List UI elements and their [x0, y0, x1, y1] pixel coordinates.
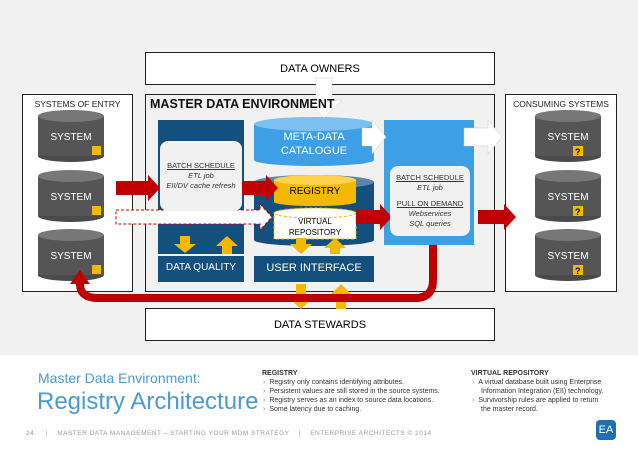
data-quality-box	[158, 256, 244, 282]
webservices-label: Webservices	[408, 209, 452, 218]
virtual-repository-label: VIRTUAL REPOSITORY	[274, 216, 356, 238]
metadata-line1: META-DATA	[283, 131, 345, 143]
system-cylinders: ???	[38, 110, 601, 281]
systems-of-entry-title: SYSTEMS OF ENTRY	[34, 99, 121, 109]
user-interface-label: USER INTERFACE	[266, 262, 362, 274]
entry-system-2: SYSTEM	[50, 192, 92, 203]
consuming-system-2: SYSTEM	[547, 192, 589, 203]
ea-logo: EA	[596, 420, 616, 440]
registry-heading: REGISTRY	[262, 370, 298, 377]
pull-on-demand-title: PULL ON DEMAND	[396, 199, 464, 208]
left-batch-schedule: BATCH SCHEDULE ETL job EII/DV cache refr…	[160, 141, 242, 211]
footer-bar: 24 | MASTER DATA MANAGEMENT – STARTING Y…	[26, 430, 432, 437]
sql-queries-label: SQL queries	[409, 219, 451, 228]
consuming-system-1: SYSTEM	[547, 132, 589, 143]
course-title: MASTER DATA MANAGEMENT – STARTING YOUR M…	[57, 430, 290, 437]
mde-title: MASTER DATA ENVIRONMENT	[150, 97, 335, 111]
virtual-repository-cylinder	[273, 207, 357, 240]
right-batch-etl: ETL job	[417, 183, 443, 192]
metadata-label: META-DATA CATALOGUE	[254, 130, 374, 158]
registry-bullet: Persistent values are still stored in th…	[269, 387, 452, 396]
copyright: ENTERPRISE ARCHITECTS © 2014	[310, 430, 432, 437]
red-arrows	[116, 175, 516, 230]
virtual-repository-notes: VIRTUAL REPOSITORY A virtual database bu…	[471, 369, 606, 414]
registry-bullet: Some latency due to caching.	[269, 405, 452, 414]
consuming-system-3: SYSTEM	[547, 251, 589, 262]
registry-bullet: Registry only contains identifying attri…	[269, 378, 452, 387]
data-quality-label: DATA QUALITY	[165, 262, 237, 273]
virtual-bullet: A virtual database built using Enterpris…	[478, 378, 606, 396]
virtual-bullet: Survivorship rules are applied to return…	[478, 396, 606, 414]
data-stewards-box: DATA STEWARDS	[145, 308, 495, 341]
white-arrows	[305, 77, 503, 155]
footer-subtitle: Master Data Environment:	[38, 370, 201, 386]
entry-system-3: SYSTEM	[50, 251, 92, 262]
red-feedback-line	[76, 245, 437, 302]
user-interface-box	[254, 256, 374, 282]
red-feedback-arrowhead	[70, 270, 90, 284]
metadata-line2: CATALOGUE	[280, 145, 348, 157]
metadata-catalogue-cylinder	[254, 117, 374, 166]
right-batch-schedule: BATCH SCHEDULE ETL job PULL ON DEMAND We…	[390, 166, 470, 236]
separator: |	[298, 430, 301, 437]
left-batch-title: BATCH SCHEDULE	[167, 161, 235, 170]
svg-text:?: ?	[575, 266, 581, 276]
virtual-line1: VIRTUAL	[298, 217, 332, 226]
separator: |	[45, 430, 48, 437]
page-number: 24	[26, 430, 35, 437]
svg-text:?: ?	[575, 147, 581, 157]
virtual-line2: REPOSITORY	[288, 228, 342, 237]
data-stewards-label: DATA STEWARDS	[273, 318, 367, 331]
right-batch-title: BATCH SCHEDULE	[396, 173, 464, 182]
data-owners-label: DATA OWNERS	[280, 62, 360, 75]
registry-notes: REGISTRY Registry only contains identify…	[262, 369, 452, 414]
data-owners-box: DATA OWNERS	[145, 52, 495, 85]
left-batch-etl: ETL job	[188, 171, 214, 180]
consuming-systems-title: CONSUMING SYSTEMS	[513, 99, 609, 109]
registry-bullet: Registry serves as an index to source da…	[269, 396, 452, 405]
left-batch-cache: EII/DV cache refresh	[166, 181, 236, 190]
footer-title: Registry Architecture	[37, 388, 259, 415]
registry-cylinder	[274, 175, 356, 206]
svg-text:?: ?	[575, 207, 581, 217]
virtual-heading: VIRTUAL REPOSITORY	[471, 370, 549, 377]
registry-label: REGISTRY	[289, 186, 341, 197]
entry-system-1: SYSTEM	[50, 132, 92, 143]
